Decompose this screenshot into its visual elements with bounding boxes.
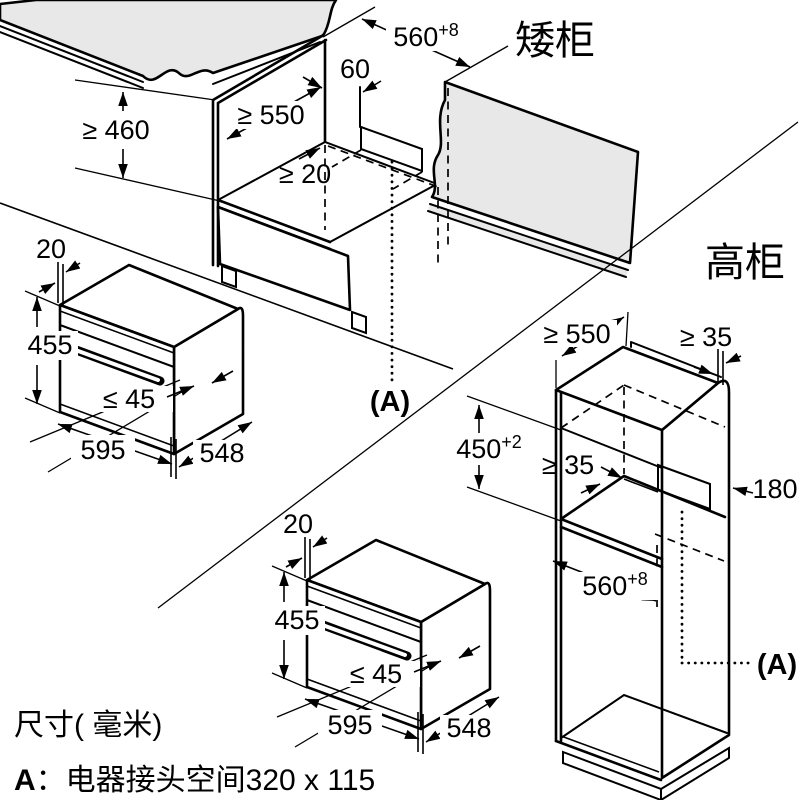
connection-dotted-line-tall [680, 510, 751, 665]
hidden-edges-low [324, 88, 449, 268]
dim-label-rear-gap-tall: ≥ 35 [680, 322, 732, 352]
tall-cabinet-right-face [660, 379, 731, 780]
footer: 尺寸( 毫米) A：电器接头空间320 x 115 [14, 709, 375, 797]
tall-cabinet-left-edge [554, 388, 563, 743]
low-cabinet-scene: ≥ 460 ≥ 550 60 ≥ 20 560+8 矮柜 (A) [0, 0, 640, 418]
dim-label-shelf-gap: ≥ 35 [542, 450, 594, 480]
connection-area-hatch-tall [657, 463, 711, 511]
tall-cabinet-bottom-inner [560, 735, 660, 773]
side-wall-strip-lines [427, 203, 629, 278]
oven-control-strip [59, 324, 175, 368]
dim-oven-height: 455 [22, 290, 78, 414]
dim-label-gap-60: 60 [340, 54, 370, 84]
dim-niche-width-low: 560+8 [322, 6, 509, 83]
connection-area-hatch-low [360, 125, 423, 173]
shelf [559, 474, 727, 569]
low-cabinet-front-panel [216, 205, 352, 312]
dim-label-niche-height-tall: 450+2 [456, 432, 522, 464]
oven-figure-tall-variant [269, 509, 499, 754]
dim-shelf-gap: ≥ 35 [542, 450, 623, 495]
rear-gap-reference-lines [717, 349, 724, 385]
dim-label-depth-tall: ≥ 550 [543, 319, 610, 349]
shelf-strip-line [623, 478, 659, 493]
dim-label-connection-zone-height: 180 [752, 474, 797, 504]
connection-ref-tall: (A) [757, 649, 797, 681]
low-cabinet-title: 矮柜 [515, 19, 595, 63]
dim-label-rear-gap-low: ≥ 20 [279, 159, 331, 189]
hidden-edges-tall [560, 384, 726, 607]
plinth [562, 746, 730, 800]
dim-oven-width: 595 [57, 423, 173, 465]
cabinet-legs [221, 264, 367, 335]
oven-figure: 20 455 ≤ 45 595 548 [22, 234, 253, 479]
dim-door-offset: 20 [36, 234, 81, 305]
dim-label-oven-width: 595 [80, 435, 125, 465]
dim-niche-width-tall: 560+8 [552, 560, 658, 602]
dim-depth-low: ≥ 550 [226, 86, 322, 140]
dim-gap-60: 60 [302, 54, 382, 93]
tall-cabinet-floor [560, 693, 728, 739]
dim-connection-zone-height: 180 [732, 474, 798, 504]
low-cabinet-outline [211, 34, 328, 268]
dim-label-niche-width-tall: 560+8 [582, 569, 648, 601]
dim-oven-depth: 548 [178, 421, 253, 468]
dim-label-oven-height: 455 [27, 330, 72, 360]
dim-height-low: ≥ 460 [74, 79, 221, 202]
dim-label-depth-low: ≥ 550 [237, 100, 304, 130]
dim-niche-height-tall: 450+2 [456, 395, 562, 522]
section-divider-line [157, 121, 799, 609]
legend-a: A：电器接头空间320 x 115 [14, 764, 375, 797]
tall-cabinet-scene: ≥ 550 ≥ 35 450+2 ≥ 35 180 [456, 311, 798, 800]
dim-label-oven-depth: 548 [199, 438, 244, 468]
oven-door-handle-inner [68, 346, 160, 382]
dim-label-door-offset: 20 [36, 234, 66, 264]
side-wall-strip [428, 204, 628, 277]
countertop [0, 0, 338, 82]
tall-cabinet-bottom-edge [554, 739, 663, 782]
dim-rear-gap-low: ≥ 20 [279, 147, 331, 189]
dim-depth-tall: ≥ 550 [538, 311, 629, 388]
units-note: 尺寸( 毫米) [14, 709, 162, 742]
niche-ceiling-edge [560, 427, 663, 469]
dim-label-niche-width-low: 560+8 [393, 20, 459, 52]
dim-door-angle: ≤ 45 [85, 370, 234, 414]
connection-ref-low: (A) [370, 386, 410, 418]
dim-label-door-angle: ≤ 45 [103, 384, 155, 414]
dim-label-height-low: ≥ 460 [82, 115, 149, 145]
dim-rear-gap-tall: ≥ 35 [680, 322, 742, 375]
floor-line [0, 202, 454, 370]
tall-cabinet-title: 高柜 [705, 241, 785, 285]
side-wall-panel [430, 80, 640, 265]
